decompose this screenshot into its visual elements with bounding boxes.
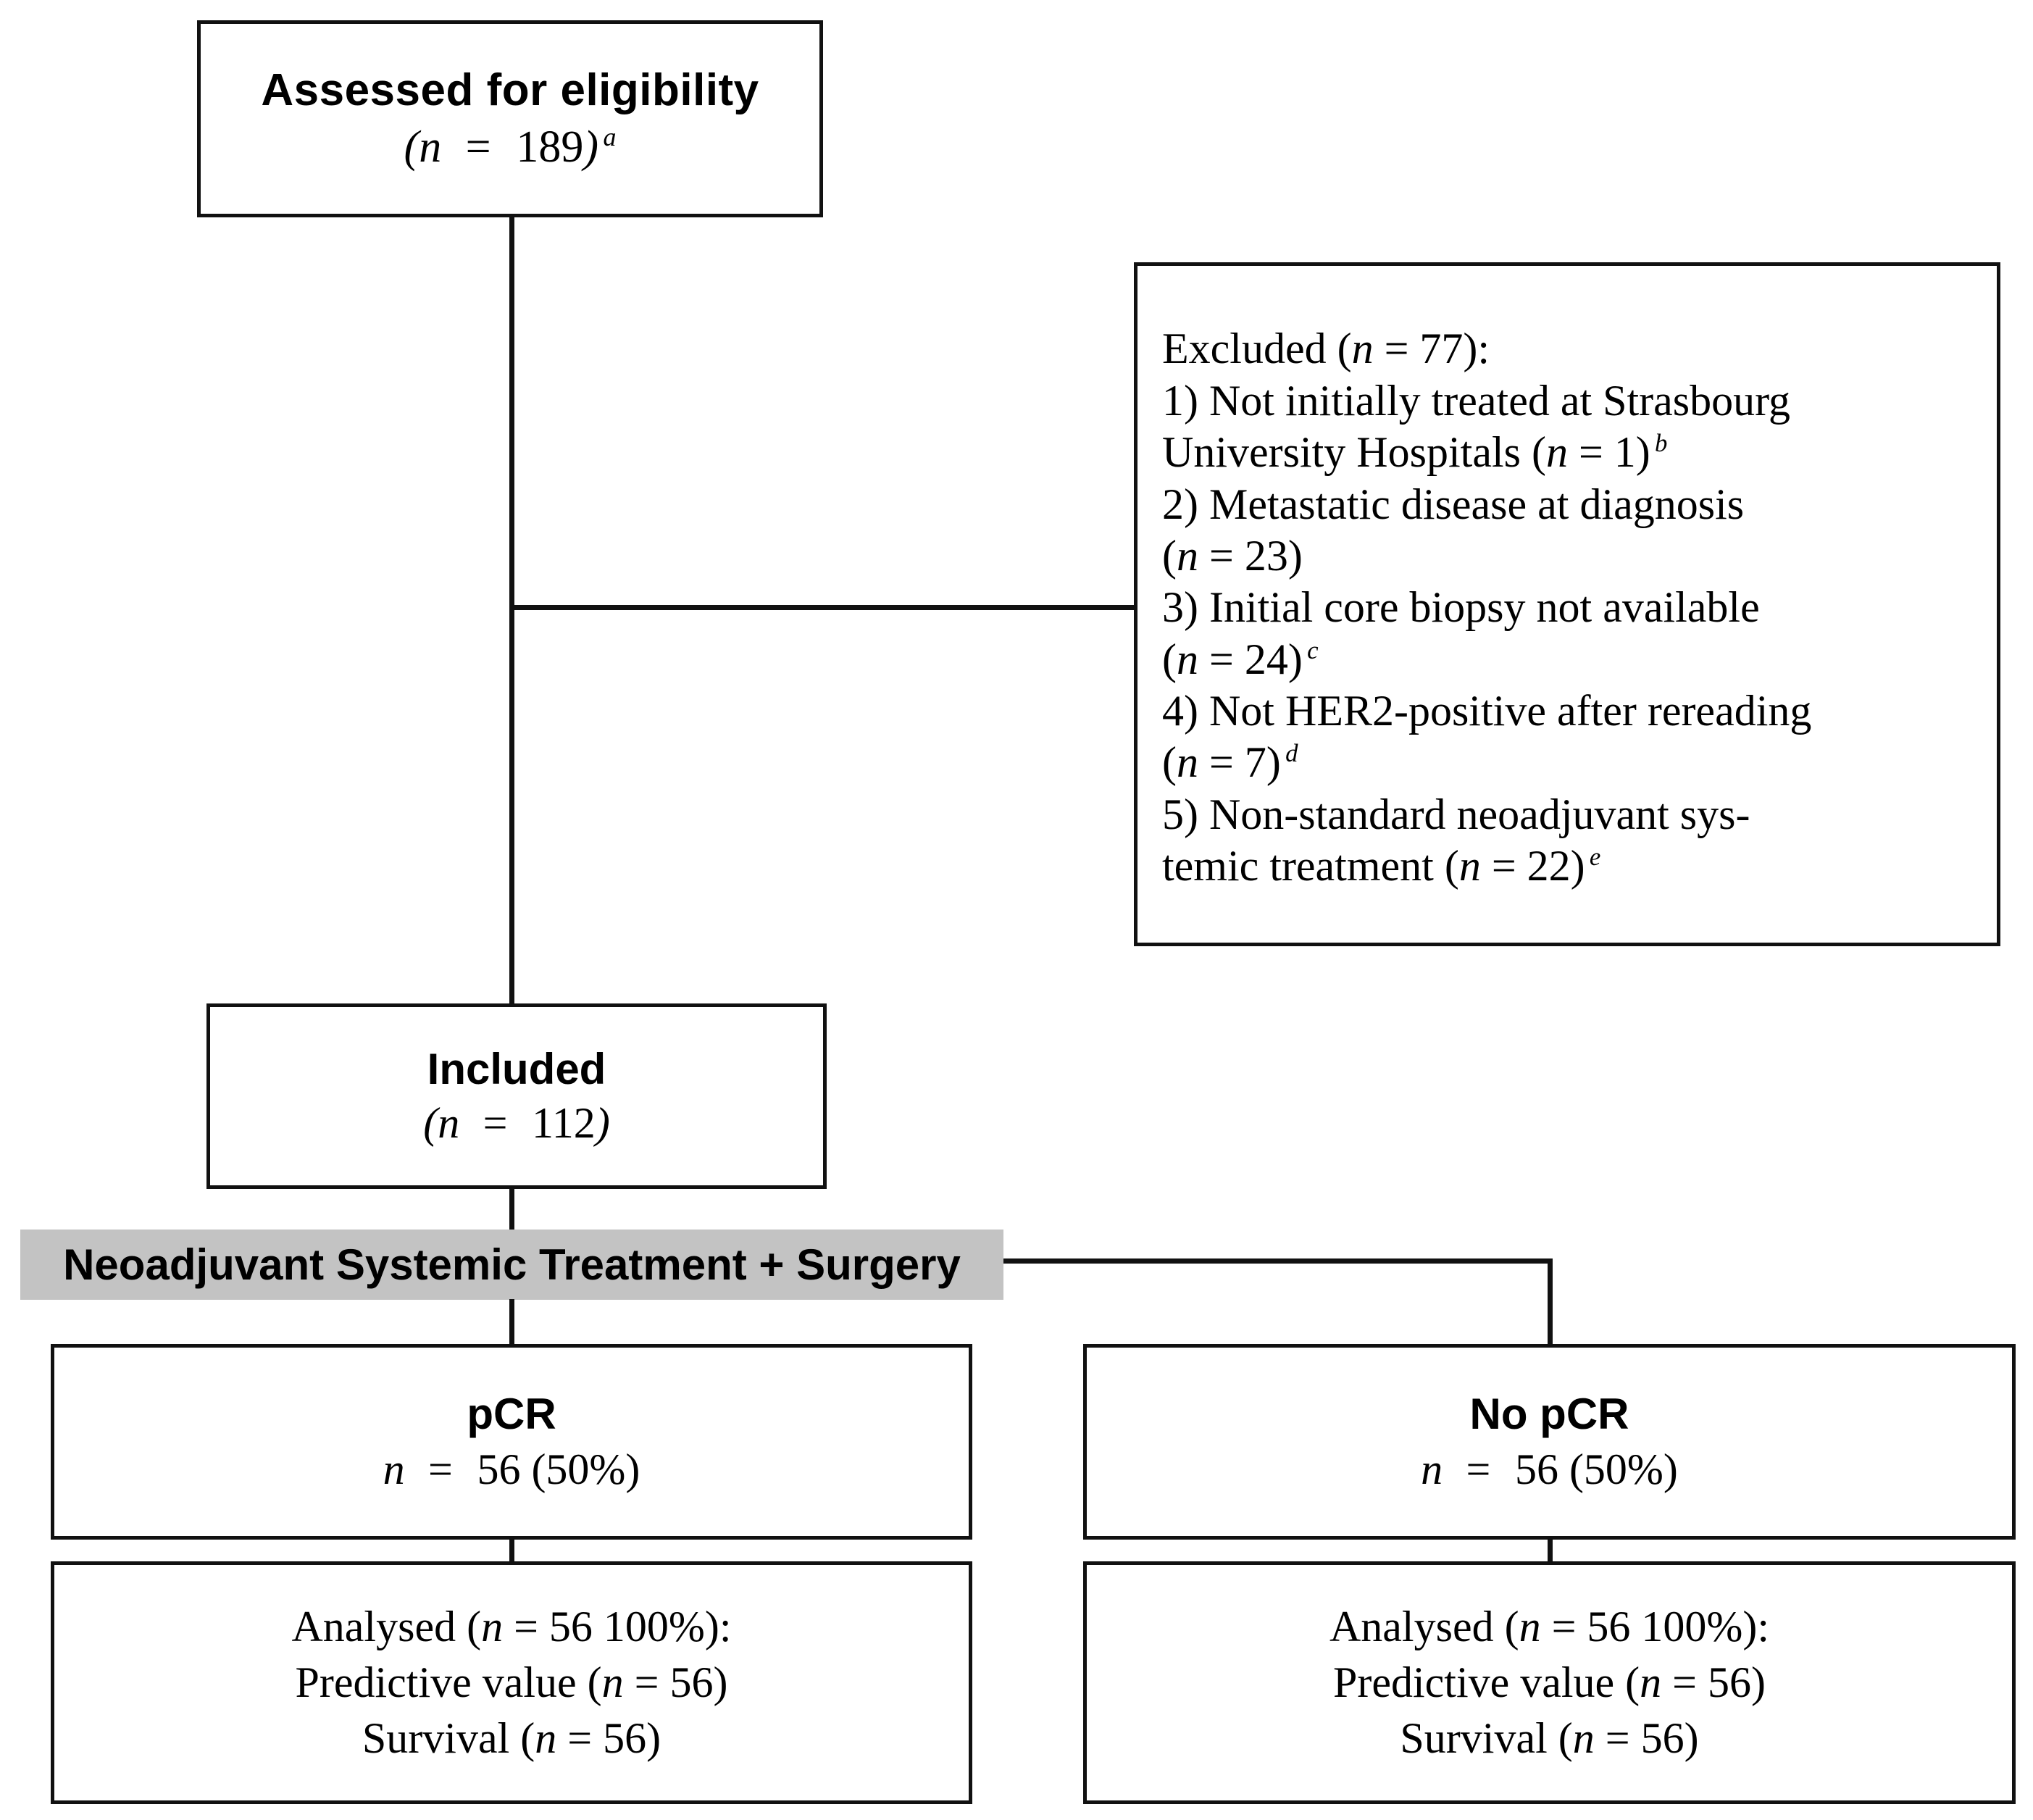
connector-banner-to-pcr (509, 1299, 514, 1347)
pcr-n-value: 56 (477, 1445, 521, 1493)
no-pcr-title: No pCR (1469, 1390, 1629, 1438)
box-analysed-no-pcr: Analysed (n = 56 100%): Predictive value… (1083, 1561, 2016, 1804)
no-pcr-percent-value: 50% (1583, 1445, 1663, 1493)
pcr-title: pCR (467, 1390, 556, 1438)
assessed-title: Assessed for eligibility (261, 65, 759, 115)
analysed-no-pcr-line-2: Predictive value (n = 56) (1333, 1658, 1766, 1707)
banner-label: Neoadjuvant Systemic Treatment + Surgery (63, 1240, 961, 1289)
excluded-reason-1-line1: 1) Not initially treated at Strasbourg (1162, 376, 1791, 425)
included-count: (n = 112) (423, 1099, 610, 1147)
excluded-reason-5-line1: 5) Non-standard neoadjuvant sys- (1162, 790, 1750, 838)
connector-included-to-banner (509, 1189, 514, 1232)
pcr-count: n = 56 (50%) (383, 1445, 640, 1493)
excluded-reason-1-line2: University Hospitals (n = 1)b (1162, 427, 1667, 478)
analysed-pcr-line-2: Predictive value (n = 56) (295, 1658, 728, 1707)
excluded-reason-4-footnote-marker: d (1285, 739, 1298, 768)
box-pcr: pCR n = 56 (50%) (51, 1344, 972, 1540)
analysed-pcr-line-3: Survival (n = 56) (362, 1713, 661, 1762)
connector-no-pcr-to-analysed (1548, 1540, 1553, 1563)
assessed-footnote-marker: a (603, 122, 617, 152)
analysed-no-pcr-line-1: Analysed (n = 56 100%): (1329, 1603, 1770, 1651)
included-title: Included (427, 1045, 606, 1093)
connector-banner-to-nopcr-horizontal (1003, 1258, 1553, 1264)
excluded-reason-4-count: (n = 7) (1162, 738, 1281, 787)
excluded-reason-1-count: University Hospitals (n = 1) (1162, 428, 1650, 477)
box-excluded: Excluded (n = 77): 1) Not initially trea… (1134, 262, 2000, 946)
assessed-count: (n = 189)a (404, 122, 617, 172)
excluded-reason-2-line1: 2) Metastatic disease at diagnosis (1162, 480, 1745, 528)
excluded-reason-1-footnote-marker: b (1655, 429, 1668, 458)
box-included: Included (n = 112) (206, 1003, 827, 1189)
excluded-reason-3-line2: (n = 24)c (1162, 634, 1319, 685)
excluded-reason-3-count: (n = 24) (1162, 635, 1303, 683)
connector-pcr-to-analysed (509, 1540, 514, 1563)
connector-banner-to-nopcr-vertical (1548, 1258, 1553, 1347)
no-pcr-count: n = 56 (50%) (1421, 1445, 1678, 1493)
banner-neoadjuvant-treatment-surgery: Neoadjuvant Systemic Treatment + Surgery (20, 1230, 1003, 1300)
no-pcr-n-value: 56 (1514, 1445, 1558, 1493)
excluded-reason-2-line2: (n = 23) (1162, 530, 1307, 582)
excluded-reason-5-count: temic treatment (n = 22) (1162, 842, 1585, 890)
excluded-reason-2-footnote-marker (1303, 533, 1307, 561)
assessed-n-value: 189 (516, 122, 584, 172)
analysed-pcr-line-1: Analysed (n = 56 100%): (291, 1603, 732, 1651)
box-no-pcr: No pCR n = 56 (50%) (1083, 1344, 2016, 1540)
excluded-header: Excluded (n = 77): (1162, 325, 1490, 373)
box-analysed-pcr: Analysed (n = 56 100%): Predictive value… (51, 1561, 972, 1804)
connector-to-excluded (509, 605, 1137, 610)
excluded-reason-5-line2: temic treatment (n = 22)e (1162, 840, 1600, 892)
pcr-percent-value: 50% (546, 1445, 626, 1493)
included-n-value: 112 (532, 1099, 596, 1147)
analysed-no-pcr-line-3: Survival (n = 56) (1400, 1713, 1699, 1762)
excluded-reason-5-footnote-marker: e (1589, 843, 1601, 872)
box-assessed-for-eligibility: Assessed for eligibility (n = 189)a (197, 20, 823, 217)
excluded-reason-3-line1: 3) Initial core biopsy not available (1162, 583, 1760, 632)
excluded-reason-3-footnote-marker: c (1307, 635, 1319, 664)
excluded-reason-4-line2: (n = 7)d (1162, 737, 1298, 788)
excluded-reason-2-count: (n = 23) (1162, 531, 1303, 580)
connector-trunk-main (509, 217, 514, 1007)
excluded-reason-4-line1: 4) Not HER2-positive after rereading (1162, 687, 1812, 735)
